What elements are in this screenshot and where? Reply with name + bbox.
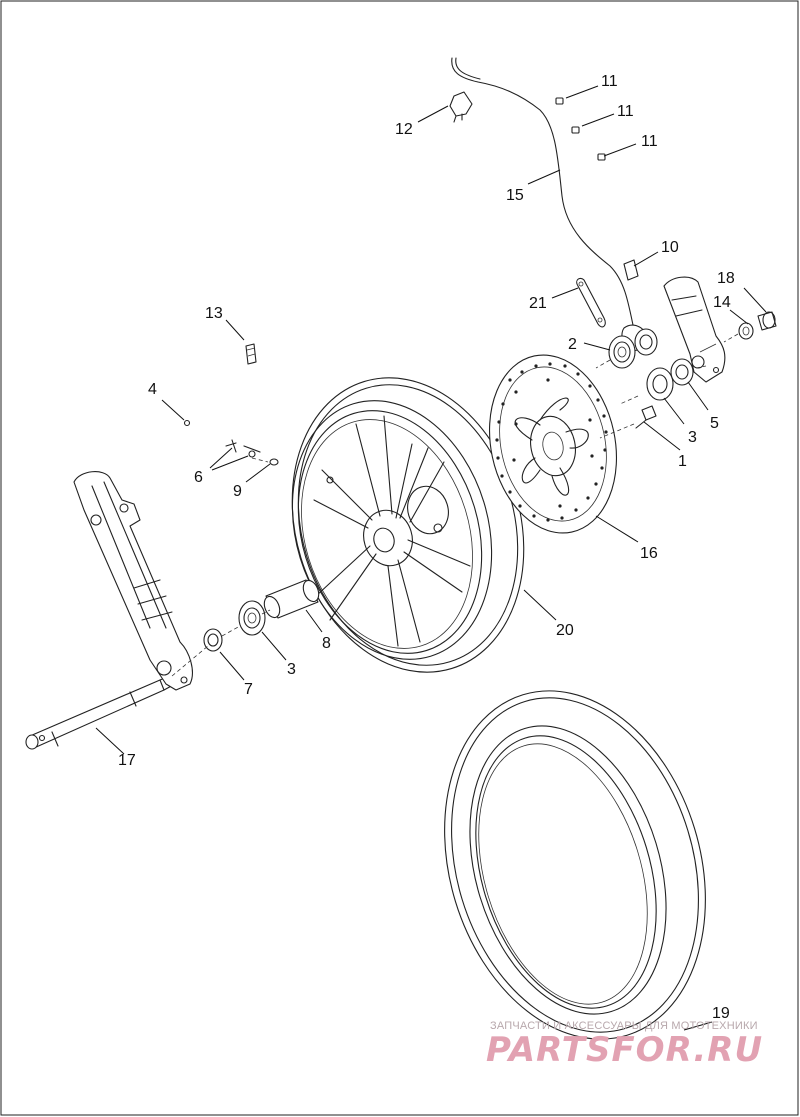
callout-13: 13 <box>205 305 223 322</box>
bearing-right <box>646 367 674 401</box>
callout-labels: 11 11 11 12 15 10 21 18 14 13 2 3 5 1 4 … <box>118 73 735 1022</box>
valve-bolts <box>225 439 261 458</box>
callout-16: 16 <box>640 545 658 562</box>
seal-left <box>203 628 223 652</box>
abs-sensor-harness <box>449 57 647 351</box>
leader-lines <box>95 85 767 1031</box>
callout-2: 2 <box>568 336 577 353</box>
callout-11: 11 <box>641 133 658 150</box>
callout-21: 21 <box>529 295 547 312</box>
brake-rotor <box>488 354 618 534</box>
screw-4 <box>183 419 191 427</box>
seal-right <box>670 358 694 386</box>
callout-5: 5 <box>710 415 719 432</box>
callout-18: 18 <box>717 270 735 287</box>
callout-7: 7 <box>244 681 253 698</box>
washer <box>738 322 754 340</box>
watermark-logo: PARTSFOR.RU <box>486 1030 764 1070</box>
assembly-lines <box>171 333 739 677</box>
clip-a <box>555 97 564 105</box>
cable-clip <box>623 259 639 281</box>
tire <box>444 690 706 1040</box>
callout-1: 1 <box>678 453 687 470</box>
bolt-13 <box>245 343 257 365</box>
callout-12: 12 <box>395 121 413 138</box>
fork-slider-right <box>663 276 726 383</box>
callout-11: 11 <box>601 73 618 90</box>
abs-encoder-bearing <box>608 335 636 369</box>
clip-c <box>597 153 606 161</box>
washer-9 <box>269 458 279 466</box>
rotor-bolt <box>635 405 657 429</box>
callout-4: 4 <box>148 381 157 398</box>
callout-3: 3 <box>688 429 697 446</box>
watermark-tagline: ЗАПЧАСТИ И АКСЕССУАРЫ ДЛЯ МОТОТЕХНИКИ <box>490 1020 758 1032</box>
callout-14: 14 <box>713 294 731 311</box>
axle-nut <box>757 311 777 331</box>
callout-19: 19 <box>712 1005 730 1022</box>
fork-slider-left <box>73 471 193 691</box>
axle-spacer <box>263 579 320 619</box>
callout-3: 3 <box>287 661 296 678</box>
clip-b <box>571 126 580 134</box>
callout-11: 11 <box>617 103 634 120</box>
front-axle <box>25 674 176 750</box>
callout-6: 6 <box>194 469 203 486</box>
bearing-left <box>238 600 266 636</box>
callout-17: 17 <box>118 752 136 769</box>
callout-8: 8 <box>322 635 331 652</box>
sensor-bracket <box>576 277 606 328</box>
wheel-spacer-right <box>634 328 658 356</box>
callout-10: 10 <box>661 239 679 256</box>
callout-9: 9 <box>233 483 242 500</box>
callout-15: 15 <box>506 187 524 204</box>
callout-20: 20 <box>556 622 574 639</box>
